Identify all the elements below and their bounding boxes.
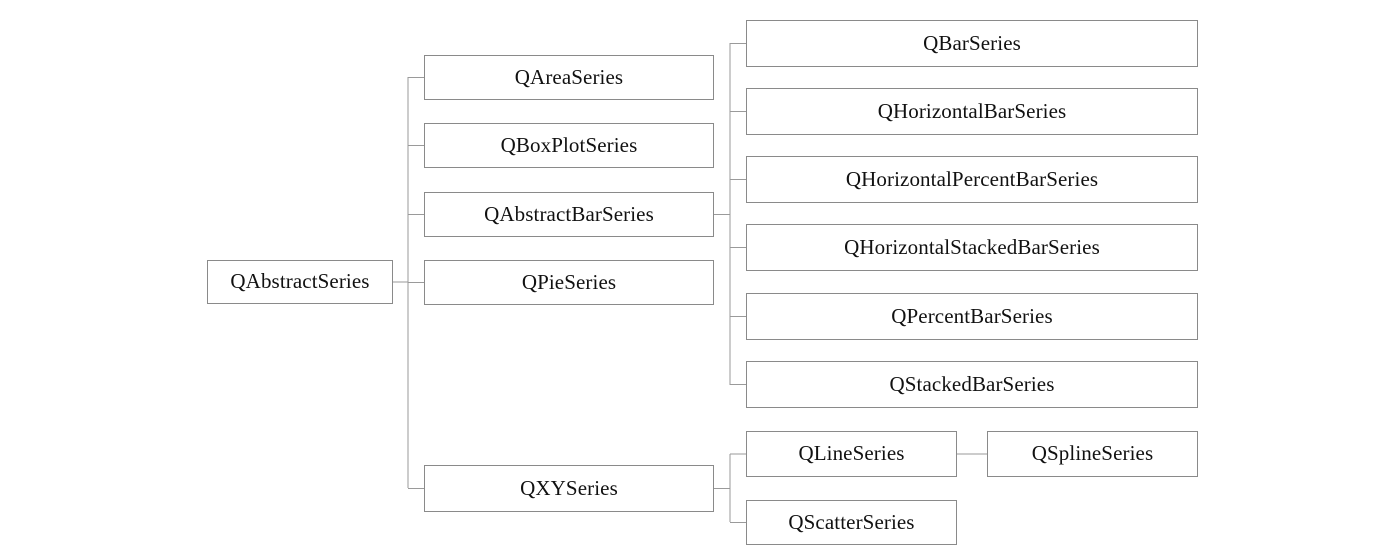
class-name-label: QXYSeries	[520, 475, 618, 500]
class-box-qsplineseries[interactable]: QSplineSeries	[987, 431, 1198, 477]
class-name-label: QScatterSeries	[788, 509, 915, 534]
class-box-qabstractseries[interactable]: QAbstractSeries	[207, 260, 393, 304]
class-name-label: QStackedBarSeries	[889, 371, 1055, 396]
class-box-qstackedbarseries[interactable]: QStackedBarSeries	[746, 361, 1198, 408]
class-box-qboxplotseries[interactable]: QBoxPlotSeries	[424, 123, 714, 168]
class-box-qxyseries[interactable]: QXYSeries	[424, 465, 714, 512]
class-box-qabstractbarseries[interactable]: QAbstractBarSeries	[424, 192, 714, 237]
class-name-label: QAreaSeries	[514, 64, 624, 89]
class-box-qhorizontalpercentbarseries[interactable]: QHorizontalPercentBarSeries	[746, 156, 1198, 203]
class-name-label: QPercentBarSeries	[891, 303, 1053, 328]
class-box-qlineseries[interactable]: QLineSeries	[746, 431, 957, 477]
class-box-qpercentbarseries[interactable]: QPercentBarSeries	[746, 293, 1198, 340]
class-box-qhorizontalstackedbarseries[interactable]: QHorizontalStackedBarSeries	[746, 224, 1198, 271]
class-name-label: QPieSeries	[521, 269, 617, 294]
class-name-label: QAbstractSeries	[230, 269, 370, 294]
class-name-label: QLineSeries	[798, 441, 905, 466]
class-box-qbarseries[interactable]: QBarSeries	[746, 20, 1198, 67]
class-box-qscatterseries[interactable]: QScatterSeries	[746, 500, 957, 545]
class-name-label: QHorizontalStackedBarSeries	[844, 234, 1100, 259]
class-box-qpieseries[interactable]: QPieSeries	[424, 260, 714, 305]
class-box-qhorizontalbarseries[interactable]: QHorizontalBarSeries	[746, 88, 1198, 135]
class-name-label: QSplineSeries	[1031, 441, 1154, 466]
class-name-label: QBoxPlotSeries	[500, 132, 638, 157]
class-box-qareaseries[interactable]: QAreaSeries	[424, 55, 714, 100]
class-name-label: QBarSeries	[923, 30, 1021, 55]
class-name-label: QAbstractBarSeries	[484, 201, 654, 226]
class-name-label: QHorizontalPercentBarSeries	[845, 166, 1099, 191]
class-name-label: QHorizontalBarSeries	[877, 98, 1067, 123]
